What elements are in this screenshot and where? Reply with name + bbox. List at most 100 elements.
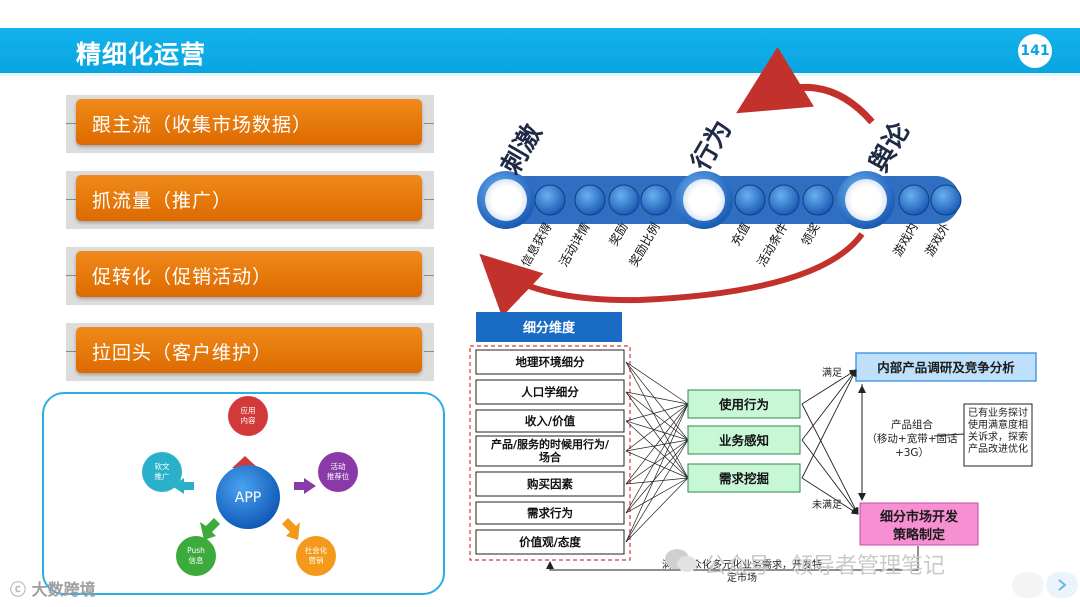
- cycle-item-label: 领奖: [798, 221, 822, 249]
- divider: [424, 199, 434, 200]
- connector: [625, 403, 689, 514]
- dimension-label: 需求行为: [527, 506, 573, 520]
- menu-bar: 跟主流（收集市场数据）: [76, 99, 422, 145]
- cycle-ball: [802, 184, 834, 216]
- dimension-label: 收入/价值: [525, 414, 576, 428]
- prev-slide-button[interactable]: [1012, 572, 1044, 598]
- menu-label: 跟主流（收集市场数据）: [92, 114, 313, 136]
- cycle-item-label: 游戏外: [922, 221, 952, 259]
- cycle-ball: [768, 184, 800, 216]
- cycle-item-label: 信息获得: [518, 220, 555, 269]
- connector: [625, 439, 689, 543]
- connector: [625, 391, 689, 479]
- app-node-label: 社会化: [305, 545, 328, 555]
- dimension-label: 价值观/态度: [519, 535, 581, 549]
- bottom-note: 满足小众化多元化业务需求，开发特定市场: [662, 558, 822, 584]
- cycle-stage-center: [485, 179, 527, 221]
- internal-analysis-box: [855, 352, 1037, 382]
- app-node: [228, 396, 268, 436]
- connector: [625, 477, 689, 514]
- menu-item-retention[interactable]: 拉回头（客户维护）: [66, 323, 434, 381]
- cycle-ball: [898, 184, 930, 216]
- divider: [66, 275, 76, 276]
- menu-label: 抓流量（推广）: [92, 190, 233, 212]
- connector: [625, 420, 689, 479]
- menu-label: 拉回头（客户维护）: [92, 342, 273, 364]
- connector: [625, 361, 689, 479]
- arrow-left-icon: [172, 478, 194, 494]
- connector: [801, 439, 859, 515]
- middle-box: [687, 425, 801, 455]
- connector: [625, 477, 689, 543]
- connector: [625, 403, 689, 452]
- dimension-box: [475, 435, 625, 467]
- cycle-ball: [574, 184, 606, 216]
- cycle-ball: [930, 184, 962, 216]
- connector: [801, 369, 857, 405]
- connector: [625, 403, 689, 485]
- middle-label: 需求挖掘: [719, 471, 769, 486]
- cycle-item-label: 活动详情: [556, 220, 593, 269]
- arrow-down-right-icon: [282, 518, 300, 540]
- app-node-label: 信息: [189, 555, 204, 565]
- cycle-stage-center: [683, 179, 725, 221]
- connector: [625, 361, 689, 405]
- watermark-brand: ⓒ 大数跨境: [10, 580, 96, 599]
- dimension-label: 产品/服务的时候用行为/: [491, 437, 610, 451]
- cycle-stage-center: [845, 179, 887, 221]
- stage-label-opinion: 舆论: [863, 116, 916, 177]
- connector: [625, 391, 689, 441]
- app-node: [176, 536, 216, 576]
- app-node-label: Push: [187, 546, 205, 555]
- connector: [625, 361, 689, 441]
- dimension-box: [475, 379, 625, 405]
- menu-item-market-data[interactable]: 跟主流（收集市场数据）: [66, 95, 434, 153]
- cycle-arc-bottom: [479, 232, 865, 317]
- watermark-account: 公众号 · 领导者管理笔记: [704, 554, 945, 579]
- dimension-label: 场合: [539, 450, 562, 464]
- divider: [66, 123, 76, 124]
- cycle-arc-top: [736, 46, 875, 125]
- app-node-label: 推广: [155, 471, 170, 481]
- app-node-label: 软文: [155, 461, 170, 471]
- dimension-label: 地理环境细分: [516, 355, 585, 369]
- cycle-ball: [534, 184, 566, 216]
- connector: [625, 439, 689, 452]
- cycle-item-label: 游戏内: [890, 221, 920, 259]
- app-center-label: APP: [235, 490, 261, 506]
- divider: [66, 199, 76, 200]
- dimension-box: [475, 471, 625, 497]
- menu-item-promotion[interactable]: 抓流量（推广）: [66, 171, 434, 229]
- satisfied-label: 满足: [822, 367, 842, 379]
- connector: [801, 369, 857, 441]
- divider: [424, 351, 434, 352]
- divider: [66, 351, 76, 352]
- menu-bar: 促转化（促销活动）: [76, 251, 422, 297]
- connector: [625, 420, 689, 441]
- page-title: 精细化运营: [76, 40, 207, 69]
- cycle-ball: [640, 184, 672, 216]
- middle-label: 业务感知: [719, 433, 769, 448]
- dimension-box: [475, 529, 625, 555]
- dimension-box: [475, 501, 625, 525]
- page-number: 141: [1018, 34, 1052, 68]
- menu-bar: 抓流量（推广）: [76, 175, 422, 221]
- connector: [625, 450, 689, 479]
- connector: [625, 439, 689, 514]
- product-combo-label: 产品组合（移动+宽带+固话+3G）: [866, 418, 958, 459]
- divider: [424, 275, 434, 276]
- app-node: [296, 536, 336, 576]
- arrow-down-left-icon: [200, 518, 220, 540]
- unsatisfied-label: 未满足: [812, 499, 842, 511]
- next-slide-button[interactable]: [1046, 572, 1078, 598]
- feedback-loop: [546, 546, 919, 571]
- cycle-item-label: 奖励: [606, 221, 630, 249]
- middle-box: [687, 463, 801, 493]
- menu-item-conversion[interactable]: 促转化（促销活动）: [66, 247, 434, 305]
- cycle-item-label: 奖励比例: [626, 221, 662, 270]
- connector: [801, 477, 859, 515]
- connector: [625, 439, 689, 485]
- app-node-label: 活动: [331, 461, 346, 471]
